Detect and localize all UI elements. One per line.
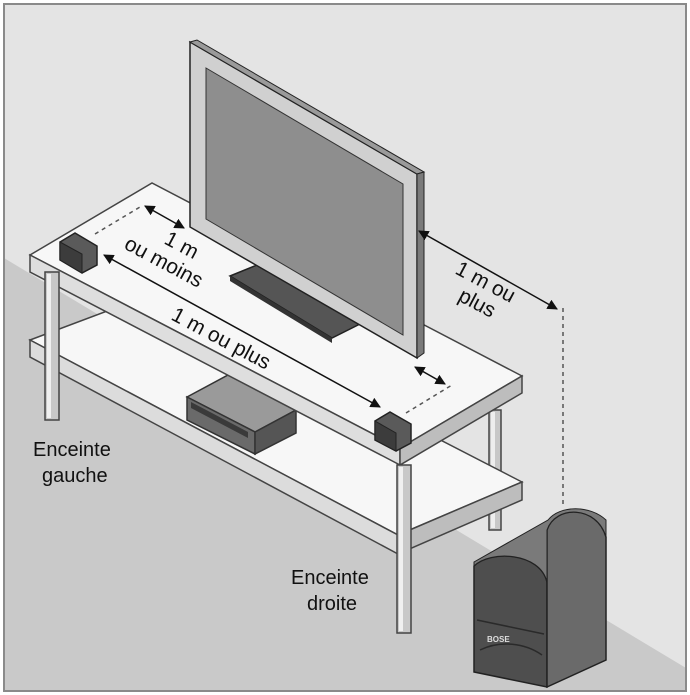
- speaker-captions: Enceinte gauche Enceinte droite: [33, 439, 369, 615]
- dimension-arrows: [103, 205, 558, 408]
- right-speaker: [374, 411, 412, 452]
- left-speaker-caption-line2: gauche: [42, 465, 108, 487]
- frame-border: [3, 3, 687, 692]
- left-speaker-caption-line1: Enceinte: [33, 439, 111, 461]
- table-legs-front: [44, 271, 412, 634]
- front-distance-arrow: [144, 205, 185, 229]
- subwoofer: BOSE: [473, 508, 607, 689]
- right-speaker-caption-line2: droite: [307, 593, 357, 615]
- back-distance-arrow: [418, 230, 558, 310]
- left-speaker: [59, 232, 98, 274]
- right-speaker-caption-line1: Enceinte: [291, 567, 369, 589]
- reference-lines: [94, 206, 564, 505]
- side-distance-arrow: [103, 254, 381, 408]
- brand-badge: BOSE: [487, 635, 510, 644]
- tv-gap-arrow: [414, 366, 446, 385]
